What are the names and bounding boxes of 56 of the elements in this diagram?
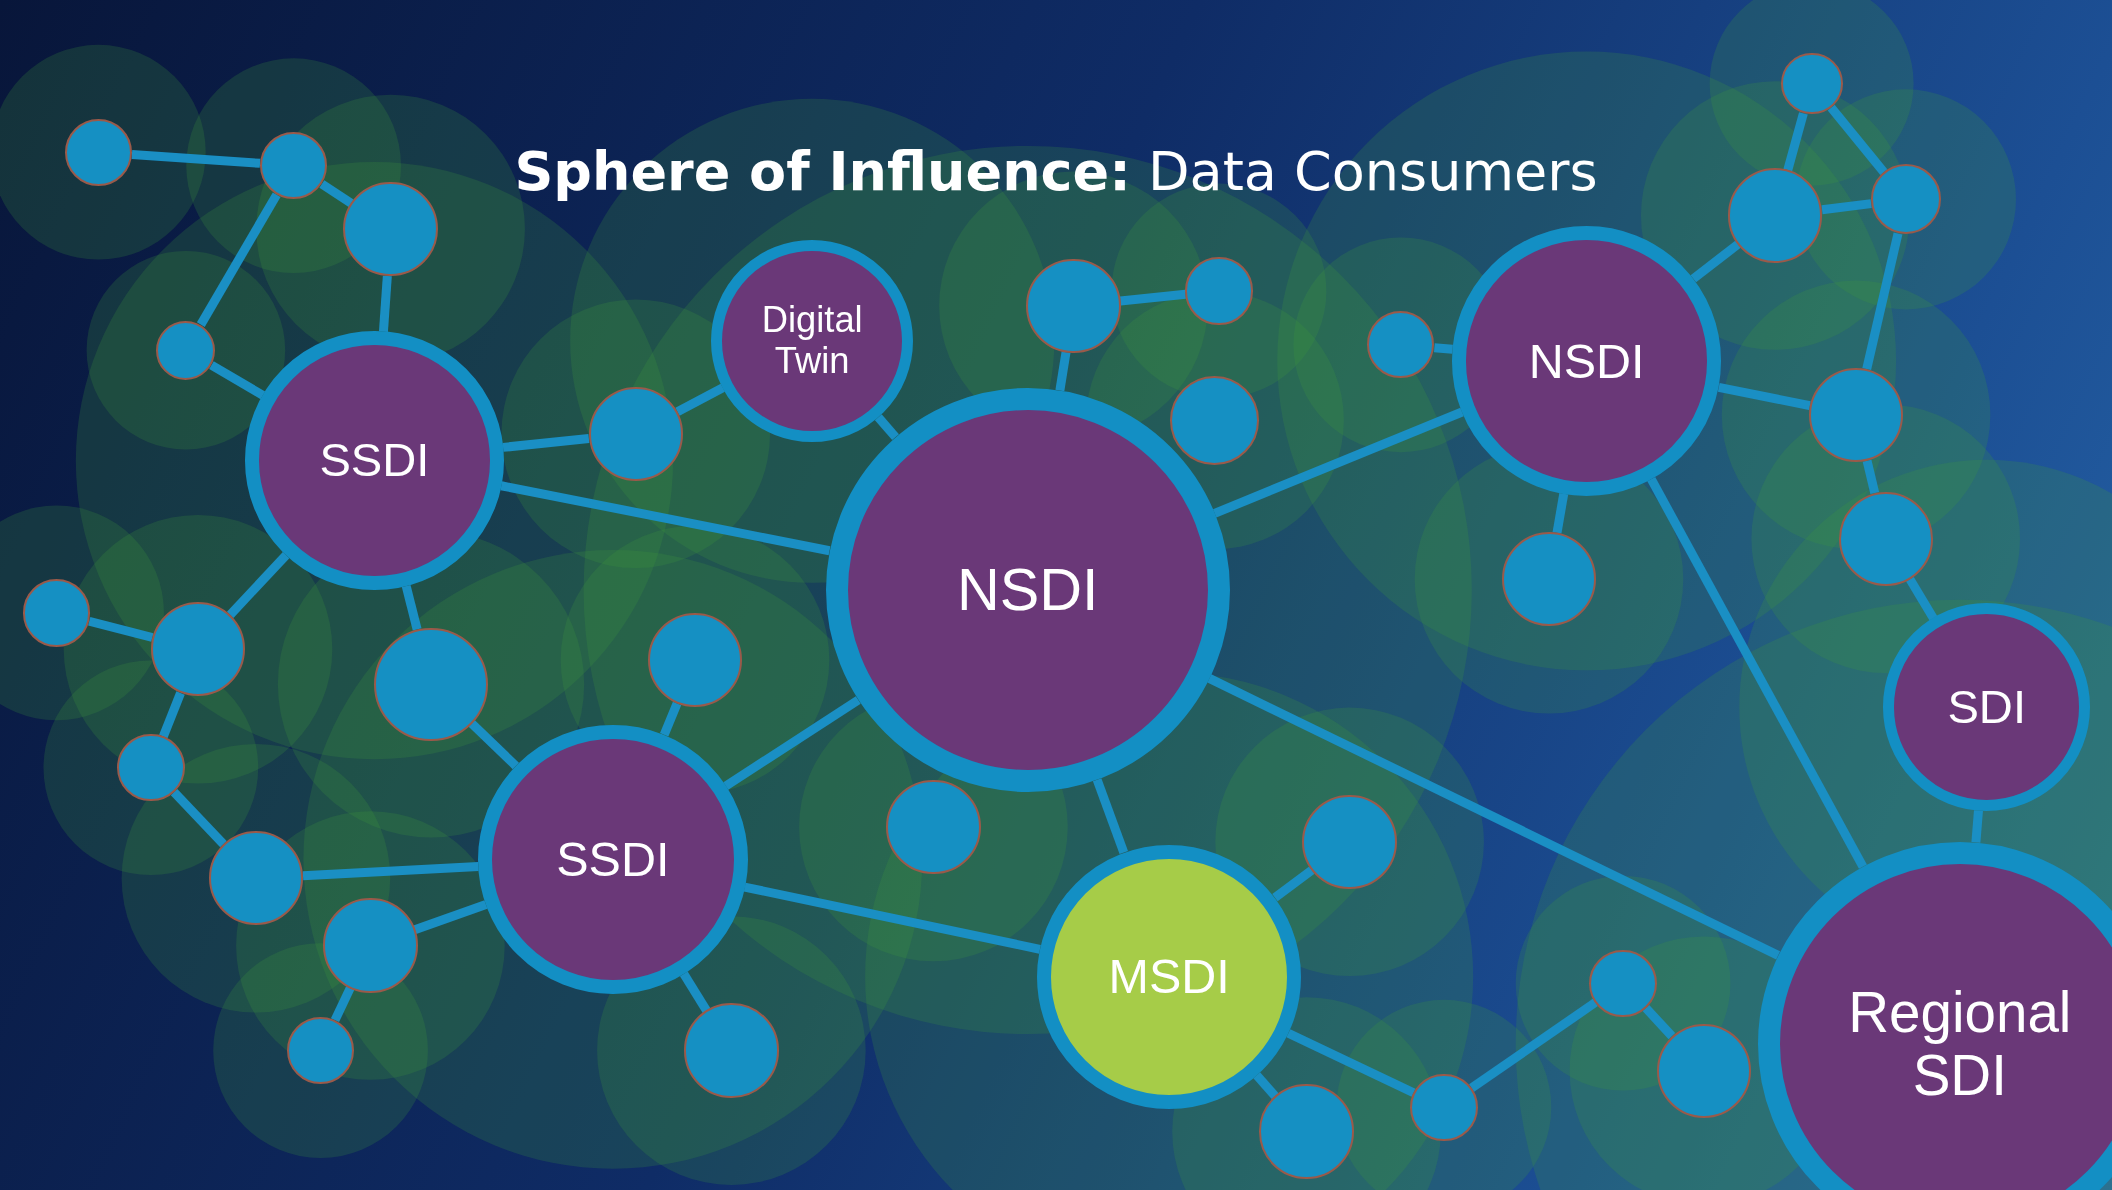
- connector-line: [1862, 459, 1880, 494]
- connector-line: [675, 383, 725, 416]
- connector-line: [378, 275, 392, 332]
- connector-line: [196, 192, 281, 327]
- connector-line: [1862, 232, 1903, 370]
- node-label: SDI: [1946, 680, 2027, 734]
- connector-line: [226, 552, 290, 618]
- connector-line: [1642, 1004, 1676, 1040]
- connector-line: [468, 720, 519, 770]
- connector-line: [500, 481, 831, 556]
- connector-line: [660, 701, 682, 737]
- node-label: Digital Twin: [760, 300, 864, 382]
- connector-line: [1253, 1072, 1279, 1100]
- connector-line: [1119, 289, 1186, 306]
- connector-line: [1433, 343, 1453, 354]
- connector-line: [1717, 383, 1811, 411]
- node-circle: [117, 734, 185, 802]
- connector-line: [1821, 199, 1872, 215]
- connector-line: [1207, 674, 1781, 960]
- title: Sphere of Influence: Data Consumers: [513, 140, 1599, 203]
- connector-line: [401, 584, 422, 631]
- connector-line: [1783, 112, 1808, 172]
- connector-line: [743, 882, 1041, 954]
- connector-line: [1469, 998, 1598, 1092]
- node-circle: [259, 132, 328, 200]
- connector-line: [723, 696, 861, 790]
- connector-line: [1906, 576, 1938, 621]
- connector-line: [1827, 104, 1888, 176]
- node-label: NSDI: [955, 556, 1100, 624]
- node-label: MSDI: [1107, 949, 1231, 1004]
- connector-line: [1272, 866, 1315, 902]
- node-circle: [1589, 949, 1657, 1017]
- connector-line: [131, 150, 261, 168]
- connector-line: [1055, 351, 1071, 392]
- node-label: SSDI: [555, 832, 671, 887]
- node-label: SSDI: [318, 434, 431, 488]
- node-label: Regional SDI: [1847, 980, 2073, 1108]
- connector-line: [1552, 492, 1569, 534]
- connector-line: [502, 434, 590, 452]
- connector-line: [209, 361, 266, 400]
- connector-line: [1213, 407, 1464, 518]
- connector-line: [874, 414, 899, 441]
- node-circle: [1410, 1073, 1478, 1141]
- node-label: NSDI: [1527, 333, 1646, 389]
- connector-line: [413, 900, 488, 934]
- connector-line: [330, 986, 355, 1023]
- connector-line: [1971, 810, 1983, 843]
- connector-line: [159, 691, 185, 739]
- connector-line: [1647, 477, 1867, 869]
- connector-line: [1092, 778, 1128, 855]
- connector-line: [680, 971, 711, 1013]
- connector-line: [319, 180, 354, 207]
- connector-line: [1286, 1029, 1416, 1097]
- connector-line: [1690, 240, 1741, 283]
- connector-line: [170, 789, 227, 848]
- connector-line: [88, 616, 154, 642]
